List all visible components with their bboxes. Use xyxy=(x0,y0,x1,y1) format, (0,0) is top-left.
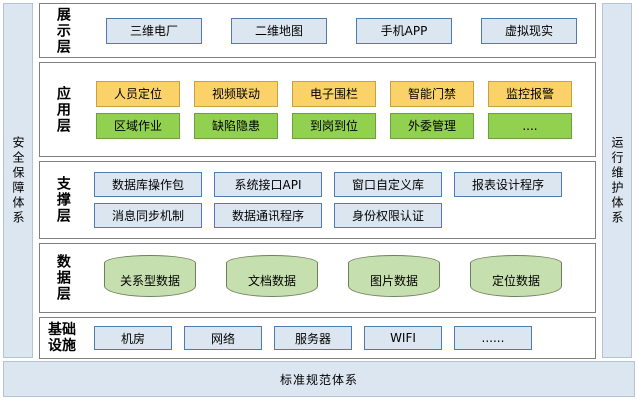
database-cylinder-1[interactable]: 文档数据 xyxy=(226,255,318,301)
node-application-1-0[interactable]: 区域作业 xyxy=(96,112,180,139)
database-cylinder-1-label: 文档数据 xyxy=(247,273,296,288)
layer-support-row-0: 数据库操作包 系统接口API 窗口自定义库 报表设计程序 xyxy=(84,172,589,197)
node-support-0-1[interactable]: 系统接口API xyxy=(214,172,322,197)
node-application-1-1[interactable]: 缺陷隐患 xyxy=(194,112,278,139)
layer-data-row-0: 关系型数据 文档数据 图片数据 定位数据 xyxy=(84,255,589,301)
right-rail-label: 运行维护体系 xyxy=(610,135,624,226)
cylinder-body xyxy=(348,263,440,297)
database-cylinder-2[interactable]: 图片数据 xyxy=(348,255,440,301)
database-cylinder-0[interactable]: 关系型数据 xyxy=(104,255,196,301)
cylinder-body xyxy=(470,263,562,297)
layer-support-body: 数据库操作包 系统接口API 窗口自定义库 报表设计程序 消息同步机制 数据通讯… xyxy=(84,168,595,232)
node-application-1-4[interactable]: .... xyxy=(488,112,572,139)
layer-infrastructure-label: 基础 设施 xyxy=(40,322,84,354)
node-application-1-2[interactable]: 到岗到位 xyxy=(292,112,376,139)
layer-application-row-1: 区域作业 缺陷隐患 到岗到位 外委管理 .... xyxy=(84,112,589,139)
node-support-0-3[interactable]: 报表设计程序 xyxy=(454,172,562,197)
layer-infrastructure-body: 机房 网络 服务器 WIFI ...... xyxy=(84,322,595,354)
node-presentation-1[interactable]: 二维地图 xyxy=(231,17,327,44)
node-infrastructure-3[interactable]: WIFI xyxy=(364,326,442,350)
node-support-0-2[interactable]: 窗口自定义库 xyxy=(334,172,442,197)
node-presentation-2[interactable]: 手机APP xyxy=(356,17,452,44)
layer-data-label: 数据层 xyxy=(54,254,71,302)
node-application-1-3[interactable]: 外委管理 xyxy=(390,112,474,139)
database-cylinder-3-label: 定位数据 xyxy=(491,273,540,288)
left-rail-label: 安全保障体系 xyxy=(11,135,25,226)
node-application-0-3[interactable]: 智能门禁 xyxy=(390,80,474,107)
layer-application-row-0: 人员定位 视频联动 电子围栏 智能门禁 监控报警 xyxy=(84,80,589,107)
layer-support: 支撑层 数据库操作包 系统接口API 窗口自定义库 报表设计程序 消息同步机制 … xyxy=(39,161,596,239)
bottom-bar-standards-system: 标准规范体系 xyxy=(3,361,635,397)
layer-presentation: 展示层 三维电厂 二维地图 手机APP 虚拟现实 xyxy=(39,3,596,58)
left-rail-security-system: 安全保障体系 xyxy=(3,3,33,358)
layer-infrastructure-label-line-1: 设施 xyxy=(48,338,76,354)
node-support-1-1[interactable]: 数据通讯程序 xyxy=(214,203,322,228)
bottom-bar-label: 标准规范体系 xyxy=(279,372,358,387)
database-cylinder-3[interactable]: 定位数据 xyxy=(470,255,562,301)
cylinder-body xyxy=(226,263,318,297)
layer-presentation-row-0: 三维电厂 二维地图 手机APP 虚拟现实 xyxy=(84,17,589,44)
layer-stack: 展示层 三维电厂 二维地图 手机APP 虚拟现实 应用层 人员定位 视频联动 电… xyxy=(39,3,596,359)
node-support-0-0[interactable]: 数据库操作包 xyxy=(94,172,202,197)
database-cylinder-0-label: 关系型数据 xyxy=(119,273,180,288)
layer-infrastructure-row-0: 机房 网络 服务器 WIFI ...... xyxy=(84,326,589,350)
node-application-0-1[interactable]: 视频联动 xyxy=(194,80,278,107)
layer-application: 应用层 人员定位 视频联动 电子围栏 智能门禁 监控报警 区域作业 缺陷隐患 到… xyxy=(39,62,596,157)
cylinder-body xyxy=(104,263,196,297)
layer-infrastructure-label-line-0: 基础 xyxy=(48,321,76,338)
layer-application-body: 人员定位 视频联动 电子围栏 智能门禁 监控报警 区域作业 缺陷隐患 到岗到位 … xyxy=(84,77,595,143)
node-application-0-0[interactable]: 人员定位 xyxy=(96,80,180,107)
layer-infrastructure: 基础 设施 机房 网络 服务器 WIFI ...... xyxy=(39,317,596,359)
node-support-1-0[interactable]: 消息同步机制 xyxy=(94,203,202,228)
node-infrastructure-4[interactable]: ...... xyxy=(454,326,532,350)
node-support-1-2[interactable]: 身份权限认证 xyxy=(334,203,442,228)
database-cylinder-2-label: 图片数据 xyxy=(369,273,418,288)
node-application-0-2[interactable]: 电子围栏 xyxy=(292,80,376,107)
layer-application-label: 应用层 xyxy=(54,85,71,134)
node-presentation-3[interactable]: 虚拟现实 xyxy=(481,17,577,44)
layer-support-row-1: 消息同步机制 数据通讯程序 身份权限认证 xyxy=(84,203,589,228)
node-presentation-0[interactable]: 三维电厂 xyxy=(106,17,202,44)
node-application-0-4[interactable]: 监控报警 xyxy=(488,80,572,107)
node-infrastructure-2[interactable]: 服务器 xyxy=(274,326,352,350)
layer-data-body: 关系型数据 文档数据 图片数据 定位数据 xyxy=(84,251,595,305)
node-infrastructure-1[interactable]: 网络 xyxy=(184,326,262,350)
layer-presentation-body: 三维电厂 二维地图 手机APP 虚拟现实 xyxy=(84,14,595,48)
layer-data: 数据层 关系型数据 文档数据 xyxy=(39,243,596,313)
layer-support-label: 支撑层 xyxy=(54,176,71,224)
layer-presentation-label: 展示层 xyxy=(54,6,71,55)
right-rail-ops-maintenance-system: 运行维护体系 xyxy=(602,3,632,358)
node-infrastructure-0[interactable]: 机房 xyxy=(94,326,172,350)
